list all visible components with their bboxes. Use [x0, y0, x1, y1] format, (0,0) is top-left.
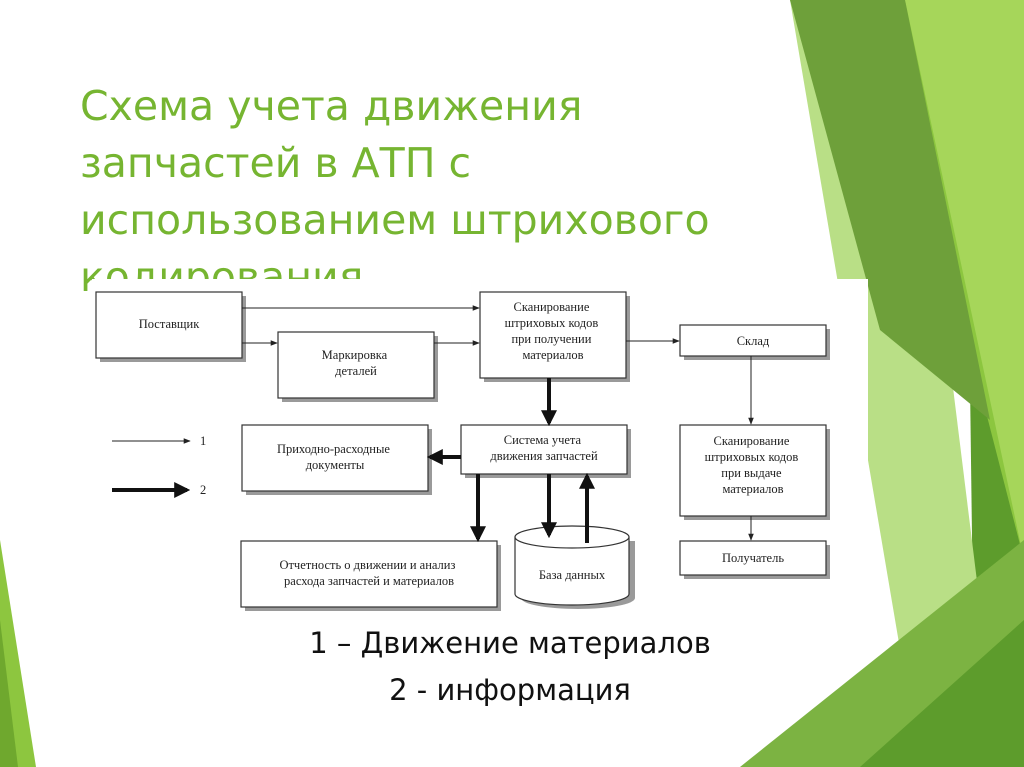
legend-line-information: 2 - информация	[389, 673, 631, 707]
warehouse-label-line: Склад	[737, 334, 770, 348]
system-label-line: движения запчастей	[490, 449, 598, 463]
scan-issue-label-line: Сканирование	[714, 434, 790, 448]
legend-marker-1: 1	[200, 434, 206, 448]
warehouse-box	[679, 324, 827, 357]
scan-receipt-label-line: Сканирование	[514, 300, 590, 314]
title-line: запчастей в АТП с	[80, 139, 472, 187]
system-label: Система учета движения запчастей	[490, 433, 598, 463]
thin-arrows	[112, 305, 754, 541]
marking-label-line: деталей	[335, 364, 377, 378]
scan-issue-box	[679, 424, 827, 517]
docs-label-line: документы	[306, 458, 365, 472]
database-label-line: База данных	[539, 568, 606, 582]
marking-label-line: Маркировка	[322, 348, 388, 362]
receiver-label-line: Получатель	[722, 551, 784, 565]
report-box	[240, 540, 498, 608]
database-cylinder	[514, 525, 635, 609]
scan-issue-label: Сканирование штриховых кодов при выдаче …	[705, 434, 802, 496]
diagram-boxes	[95, 291, 827, 608]
system-label-line: Система учета	[504, 433, 582, 447]
legend-marker-2: 2	[200, 483, 206, 497]
title-line: использованием штрихового	[80, 196, 710, 244]
scan-issue-label-line: штриховых кодов	[705, 450, 799, 464]
system-box	[460, 424, 628, 475]
report-label-line: Отчетность о движении и анализ	[279, 558, 455, 572]
scan-receipt-label-line: штриховых кодов	[505, 316, 599, 330]
diagram-panel: 1 2 Поставщик Маркировка деталей Сканиро…	[92, 279, 868, 629]
scan-receipt-label-line: при получении	[511, 332, 591, 346]
scan-receipt-label: Сканирование штриховых кодов при получен…	[505, 300, 602, 362]
title-line: Схема учета движения	[80, 82, 583, 130]
slide-title: Схема учета движения запчастей в АТП с и…	[80, 78, 760, 306]
docs-label: Приходно-расходные документы	[277, 442, 393, 472]
scan-issue-label-line: при выдаче	[721, 466, 782, 480]
legend: 1 – Движение материалов 2 - информация	[250, 620, 770, 714]
scan-receipt-box	[479, 291, 627, 379]
thick-arrows	[112, 378, 595, 543]
marking-box	[277, 331, 435, 399]
docs-box	[241, 424, 429, 492]
supplier-label: Поставщик	[139, 317, 201, 331]
flow-diagram: 1 2 Поставщик Маркировка деталей Сканиро…	[95, 291, 830, 611]
scan-issue-label-line: материалов	[722, 482, 783, 496]
marking-label: Маркировка деталей	[322, 348, 391, 378]
report-label-line: расхода запчастей и материалов	[284, 574, 454, 588]
receiver-label: Получатель	[722, 551, 784, 565]
docs-label-line: Приходно-расходные	[277, 442, 390, 456]
legend-line-materials: 1 – Движение материалов	[309, 626, 711, 660]
supplier-box	[95, 291, 243, 359]
supplier-label-line: Поставщик	[139, 317, 201, 331]
scan-receipt-label-line: материалов	[522, 348, 583, 362]
warehouse-label: Склад	[737, 334, 770, 348]
report-label: Отчетность о движении и анализ расхода з…	[279, 558, 458, 588]
receiver-box	[679, 540, 827, 576]
database-label: База данных	[539, 568, 606, 582]
